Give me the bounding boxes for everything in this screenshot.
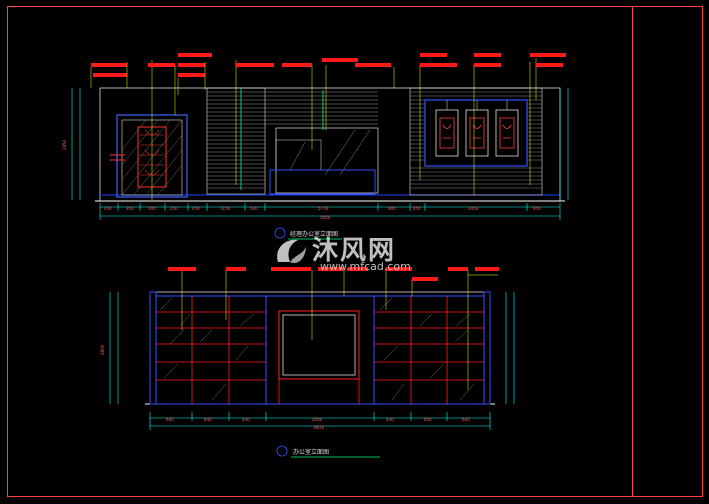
dim-seg: 5770 [318, 206, 329, 211]
dim-height: 2800 [100, 344, 105, 355]
glass-inner [275, 139, 322, 171]
dim-seg: 250 [170, 206, 178, 211]
dimension-ticks-top [99, 203, 561, 220]
annotation-tags-top [91, 53, 566, 77]
door-handle [110, 154, 125, 161]
dimension-lines-bottom [109, 292, 515, 427]
counter-base [269, 169, 376, 195]
dim-seg: 640 [424, 417, 432, 422]
tag-leader-lines [90, 62, 395, 95]
dim-seg: 640 [462, 417, 470, 422]
dim-seg: 1150 [220, 206, 231, 211]
dim-seg: 2450 [468, 206, 479, 211]
dimension-ticks-bottom [149, 412, 491, 430]
dimension-texts-top: 450 350 500 250 450 1150 500 5770 900 45… [62, 139, 541, 220]
dim-overall: 5650 [320, 215, 331, 220]
dim-seg: 640 [166, 417, 174, 422]
artwork-hangers [446, 100, 508, 110]
dim-seg: 350 [126, 206, 134, 211]
dim-seg: 500 [250, 206, 258, 211]
dimension-texts-bottom: 640 640 440 2000 440 640 640 6650 2800 [100, 344, 470, 430]
dimension-lines-top [71, 88, 569, 217]
dim-overall: 6650 [314, 425, 325, 430]
dim-seg: 500 [148, 206, 156, 211]
right-leaders [419, 58, 537, 195]
caption-bottom: 办公室立面图 [293, 448, 329, 456]
glass-hatch [289, 129, 371, 176]
dim-seg: 440 [386, 417, 394, 422]
sheet-border [7, 6, 703, 497]
dim-seg: 900 [388, 206, 396, 211]
artwork-panel [424, 99, 528, 167]
elevation-bottom: 640 640 440 2000 440 640 640 6650 2800 办… [100, 267, 515, 458]
right-shelf-lines [374, 296, 484, 404]
left-shelf-hatch [159, 297, 255, 401]
section-marker [274, 227, 286, 239]
pilaster-left [149, 291, 157, 405]
right-shelf-hatch [379, 297, 475, 401]
pilaster-right [483, 291, 491, 405]
caption-top: 经理办公室立面图 [290, 230, 338, 238]
tv-panel-inner [282, 314, 356, 376]
dim-seg: 640 [204, 417, 212, 422]
wall-outline-bottom [149, 291, 491, 405]
tv-wall-frame [265, 295, 375, 405]
dim-seg: 950 [533, 206, 541, 211]
tv-panel-outer [278, 310, 360, 380]
bottom-leaders [181, 270, 498, 390]
left-shelf-lines [156, 296, 266, 404]
right-slat-wall [410, 91, 542, 189]
dim-seg: 2000 [312, 417, 323, 422]
right-wall-outline [409, 87, 543, 196]
dim-height: 2850 [62, 139, 67, 150]
section-marker-bottom [276, 445, 288, 457]
dim-seg: 440 [242, 417, 250, 422]
dim-seg: 450 [104, 206, 112, 211]
artwork-motifs [439, 117, 515, 149]
artwork-frames [435, 109, 519, 157]
elevation-top: 450 350 500 250 450 1150 500 5770 900 45… [62, 53, 569, 240]
annotation-tags-bottom [168, 267, 499, 281]
glass-panel [275, 127, 379, 194]
dim-seg: 450 [192, 206, 200, 211]
dim-seg: 450 [413, 206, 421, 211]
